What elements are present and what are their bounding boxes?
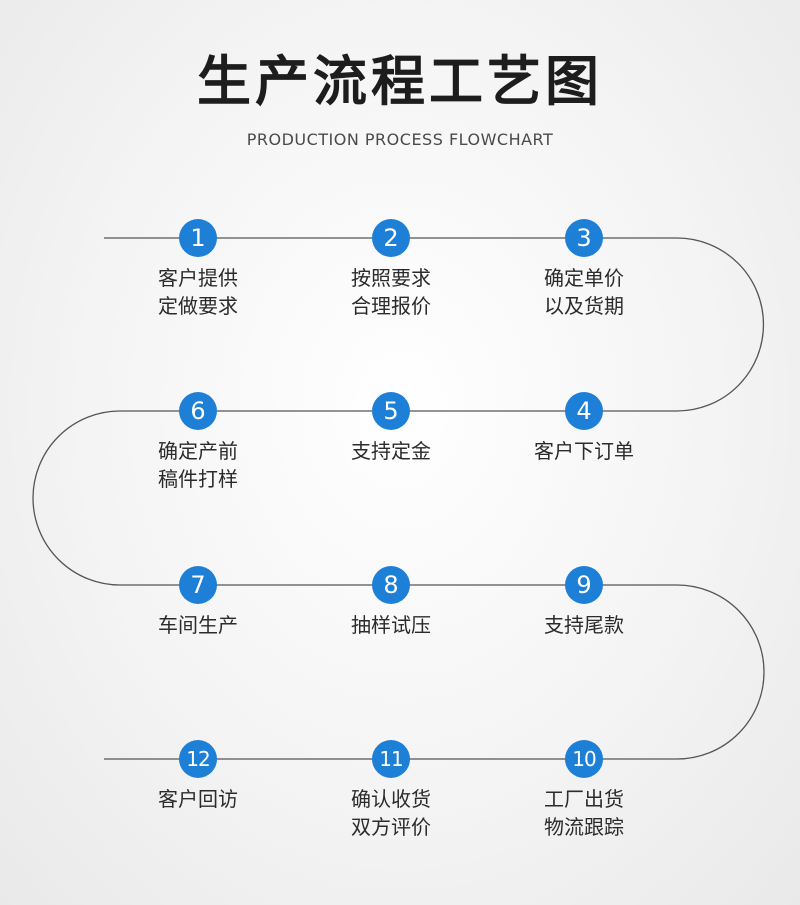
step-3: 3 确定单价 以及货期 (504, 219, 664, 320)
step-label-line2: 稿件打样 (158, 467, 238, 491)
step-5: 5 支持定金 (311, 392, 471, 465)
step-label-line1: 客户下订单 (534, 439, 634, 463)
step-label-line1: 客户回访 (158, 787, 238, 811)
step-2: 2 按照要求 合理报价 (311, 219, 471, 320)
step-4: 4 客户下订单 (504, 392, 664, 465)
step-11: 11 确认收货 双方评价 (311, 740, 471, 841)
flow-connector-line (32, 237, 765, 760)
step-label-line1: 支持定金 (351, 439, 431, 463)
step-label-line1: 抽样试压 (351, 613, 431, 637)
step-9: 9 支持尾款 (504, 566, 664, 639)
step-label-line1: 支持尾款 (544, 613, 624, 637)
step-number-badge: 8 (372, 566, 410, 604)
step-number-badge: 12 (179, 740, 217, 778)
step-label-line2: 物流跟踪 (544, 815, 624, 839)
step-label-line1: 按照要求 (351, 266, 431, 290)
step-label-line1: 客户提供 (158, 266, 238, 290)
step-6: 6 确定产前 稿件打样 (118, 392, 278, 493)
page-subtitle: PRODUCTION PROCESS FLOWCHART (246, 130, 554, 149)
step-label-line2: 定做要求 (158, 294, 238, 318)
step-label-line1: 车间生产 (158, 613, 238, 637)
step-label-line2: 以及货期 (544, 294, 624, 318)
step-number-badge: 2 (372, 219, 410, 257)
step-number-badge: 4 (565, 392, 603, 430)
step-label-line1: 确定产前 (158, 439, 238, 463)
step-12: 12 客户回访 (118, 740, 278, 813)
step-label-line1: 工厂出货 (544, 787, 624, 811)
step-number-badge: 1 (179, 219, 217, 257)
step-8: 8 抽样试压 (311, 566, 471, 639)
step-label-line1: 确认收货 (351, 787, 431, 811)
step-number-badge: 9 (565, 566, 603, 604)
step-label-line2: 双方评价 (351, 815, 431, 839)
page-title: 生产流程工艺图 (197, 50, 603, 113)
step-number-badge: 3 (565, 219, 603, 257)
step-1: 1 客户提供 定做要求 (118, 219, 278, 320)
step-number-badge: 6 (179, 392, 217, 430)
step-number-badge: 11 (372, 740, 410, 778)
step-label-line1: 确定单价 (544, 266, 624, 290)
step-number-badge: 5 (372, 392, 410, 430)
step-10: 10 工厂出货 物流跟踪 (504, 740, 664, 841)
step-label-line2: 合理报价 (351, 294, 431, 318)
step-number-badge: 10 (565, 740, 603, 778)
step-number-badge: 7 (179, 566, 217, 604)
step-7: 7 车间生产 (118, 566, 278, 639)
